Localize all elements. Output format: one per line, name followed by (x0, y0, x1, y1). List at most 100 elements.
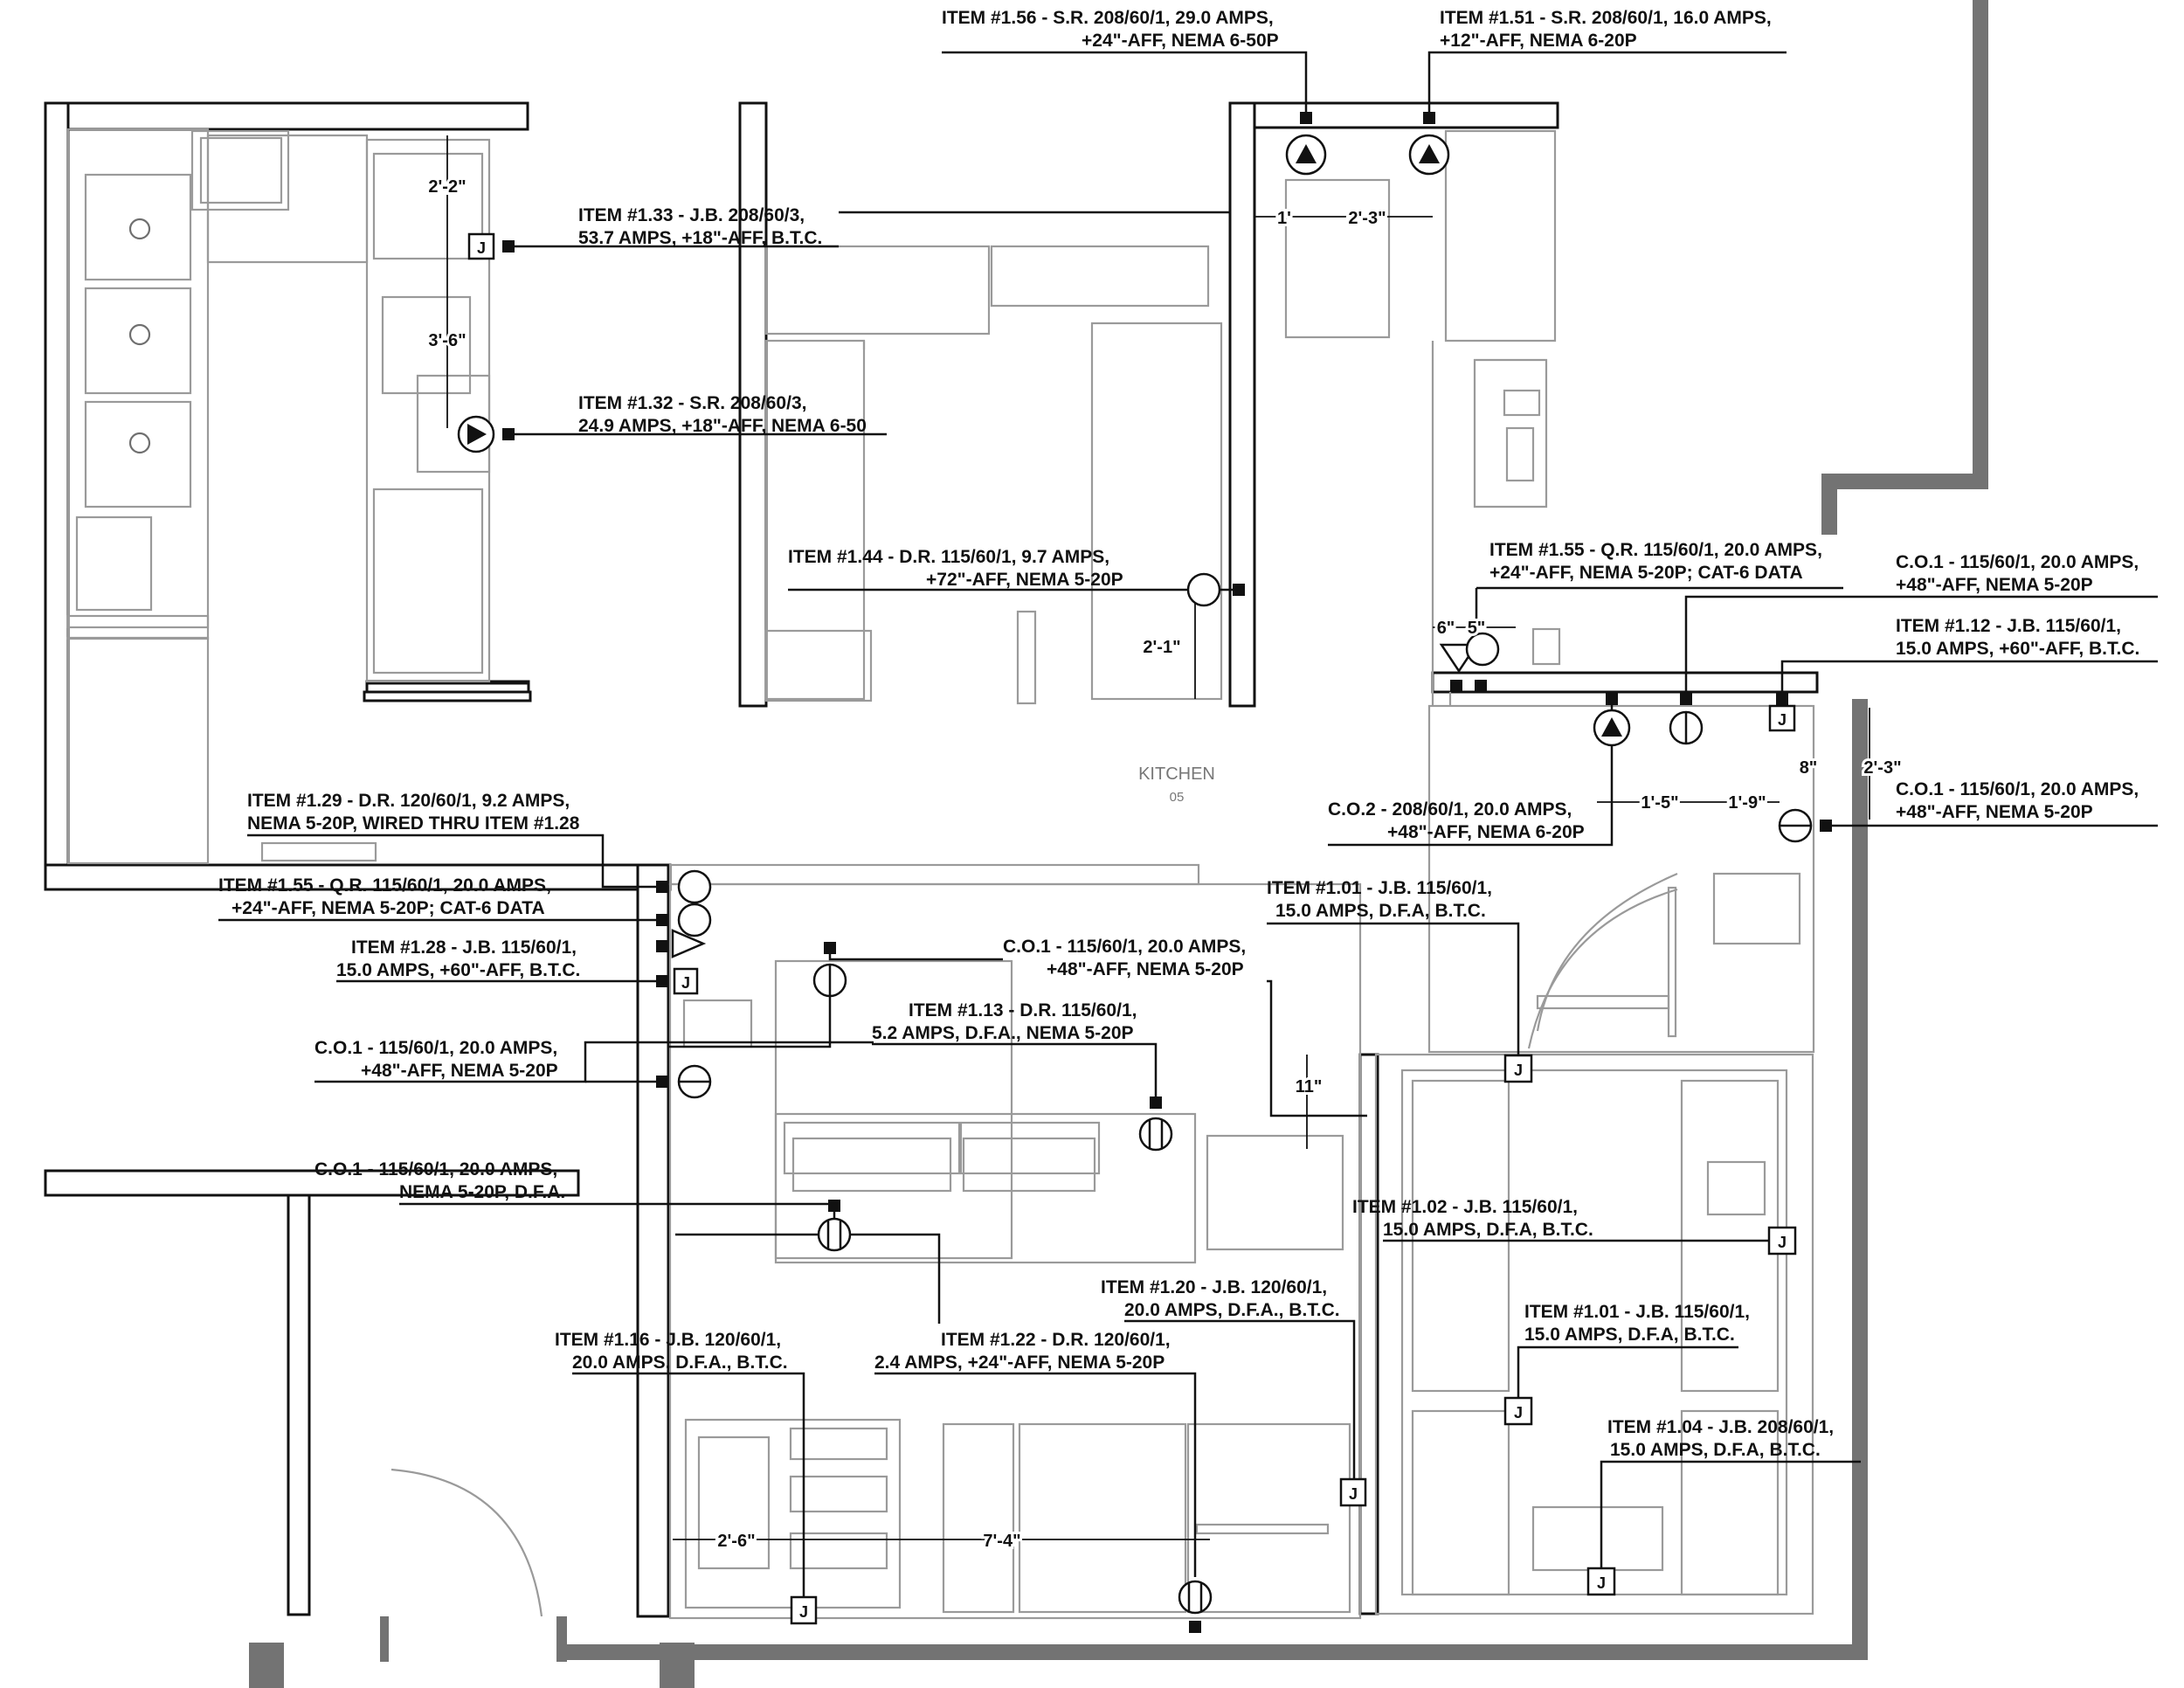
svg-text:1'-5": 1'-5" (1641, 793, 1678, 813)
dimension-labels: 2'-2" 3'-6" 1' 2'-3" 2'-1" 6" 5" 8" 2'-3… (425, 175, 1904, 1553)
callout-line-1: ITEM #1.22 - D.R. 120/60/1, (941, 1330, 1171, 1350)
callout-line-1: C.O.1 - 115/60/1, 20.0 AMPS, (1003, 937, 1246, 957)
svg-text:J: J (1349, 1485, 1358, 1503)
callout-line-2: 15.0 AMPS, D.F.A, B.T.C. (1610, 1440, 1821, 1460)
receptacle-icon (1178, 1580, 1213, 1615)
svg-text:11": 11" (1296, 1077, 1323, 1097)
callout-line-2: 24.9 AMPS, +18"-AFF, NEMA 6-50 (578, 416, 867, 436)
svg-text:8": 8" (1800, 758, 1818, 778)
junction-box-icon (673, 967, 699, 995)
svg-text:5": 5" (1468, 619, 1486, 638)
callout-line-1: ITEM #1.33 - J.B. 208/60/3, (578, 205, 805, 225)
callout-line-1: ITEM #1.04 - J.B. 208/60/1, (1607, 1417, 1834, 1437)
callout-item-1-56: ITEM #1.56 - S.R. 208/60/1, 29.0 AMPS, +… (942, 8, 1327, 176)
svg-text:J: J (1514, 1062, 1523, 1079)
svg-text:7'-4": 7'-4" (983, 1532, 1020, 1551)
callout-item-1-16: ITEM #1.16 - J.B. 120/60/1, 20.0 AMPS, D… (555, 1330, 818, 1625)
callout-item-1-28: ITEM #1.28 - J.B. 115/60/1, 15.0 AMPS, +… (336, 937, 699, 995)
svg-text:J: J (799, 1603, 808, 1621)
callout-line-1: ITEM #1.29 - D.R. 120/60/1, 9.2 AMPS, (247, 791, 570, 811)
receptacle-icon (1186, 572, 1221, 607)
callout-item-1-55-upper: ITEM #1.55 - Q.R. 115/60/1, 20.0 AMPS, +… (1439, 540, 1843, 692)
callout-item-1-29: ITEM #1.29 - D.R. 120/60/1, 9.2 AMPS, NE… (247, 791, 712, 904)
callout-item-1-04: ITEM #1.04 - J.B. 208/60/1, 15.0 AMPS, D… (1586, 1417, 1861, 1596)
junction-box-icon (467, 232, 495, 260)
svg-text:2'-3": 2'-3" (1348, 209, 1386, 228)
room-name: KITCHEN (1138, 764, 1215, 784)
callout-line-2: 20.0 AMPS, D.F.A., B.T.C. (1124, 1300, 1340, 1320)
svg-text:J: J (1514, 1404, 1523, 1422)
callout-line-1: ITEM #1.01 - J.B. 115/60/1, (1267, 878, 1492, 898)
callout-line-2: +48"-AFF, NEMA 6-20P (1387, 822, 1585, 842)
callout-line-1: ITEM #1.32 - S.R. 208/60/3, (578, 393, 806, 413)
callout-item-1-32: ITEM #1.32 - S.R. 208/60/3, 24.9 AMPS, +… (457, 393, 887, 453)
callout-line-1: ITEM #1.51 - S.R. 208/60/1, 16.0 AMPS, (1440, 8, 1772, 28)
callout-co1-right: C.O.1 - 115/60/1, 20.0 AMPS, +48"-AFF, N… (1778, 779, 2158, 843)
callout-item-1-02: ITEM #1.02 - J.B. 115/60/1, 15.0 AMPS, D… (1352, 1197, 1797, 1256)
kitchen-equipment (66, 128, 1815, 1620)
svg-text:J: J (681, 974, 690, 992)
callout-item-1-51: ITEM #1.51 - S.R. 208/60/1, 16.0 AMPS, +… (1408, 8, 1787, 176)
callout-co1-upper-right: C.O.1 - 115/60/1, 20.0 AMPS, +48"-AFF, N… (1669, 552, 2158, 745)
exterior-walls (249, 0, 1988, 1688)
callout-line-2: 15.0 AMPS, D.F.A, B.T.C. (1383, 1220, 1593, 1240)
callout-line-2: +48"-AFF, NEMA 5-20P (1896, 575, 2093, 595)
callout-line-1: C.O.1 - 115/60/1, 20.0 AMPS, (1896, 552, 2139, 572)
svg-text:2'-6": 2'-6" (717, 1532, 755, 1551)
callout-item-1-01-upper: ITEM #1.01 - J.B. 115/60/1, 15.0 AMPS, D… (1267, 878, 1533, 1083)
callout-line-1: ITEM #1.55 - Q.R. 115/60/1, 20.0 AMPS, (218, 875, 551, 896)
callout-line-2: +48"-AFF, NEMA 5-20P (1896, 802, 2093, 822)
callout-item-1-22: ITEM #1.22 - D.R. 120/60/1, 2.4 AMPS, +2… (874, 1330, 1213, 1633)
callout-item-1-01-lower: ITEM #1.01 - J.B. 115/60/1, 15.0 AMPS, D… (1503, 1302, 1750, 1426)
callout-line-1: C.O.1 - 115/60/1, 20.0 AMPS, (314, 1038, 557, 1058)
callout-line-2: NEMA 5-20P, WIRED THRU ITEM #1.28 (247, 813, 580, 834)
dimension-lines (446, 135, 1870, 1540)
callout-item-1-44: ITEM #1.44 - D.R. 115/60/1, 9.7 AMPS, +7… (788, 547, 1245, 607)
callout-line-2: +24"-AFF, NEMA 5-20P; CAT-6 DATA (232, 898, 545, 918)
callout-line-1: ITEM #1.28 - J.B. 115/60/1, (351, 937, 577, 958)
callout-item-1-55-left: ITEM #1.55 - Q.R. 115/60/1, 20.0 AMPS, +… (218, 875, 712, 958)
callout-line-2: 15.0 AMPS, +60"-AFF, B.T.C. (336, 960, 580, 980)
callout-item-1-33: ITEM #1.33 - J.B. 208/60/3, 53.7 AMPS, +… (467, 205, 1230, 260)
callout-line-1: C.O.2 - 208/60/1, 20.0 AMPS, (1328, 799, 1572, 820)
callout-item-1-12: ITEM #1.12 - J.B. 115/60/1, 15.0 AMPS, +… (1768, 616, 2158, 732)
callout-line-1: ITEM #1.20 - J.B. 120/60/1, (1101, 1277, 1327, 1297)
callout-line-1: ITEM #1.12 - J.B. 115/60/1, (1896, 616, 2121, 636)
svg-text:J: J (1597, 1574, 1606, 1592)
svg-text:J: J (477, 239, 486, 257)
svg-text:1': 1' (1277, 209, 1291, 228)
room-number: 05 (1170, 790, 1185, 805)
svg-text:2'-2": 2'-2" (428, 177, 466, 197)
callout-line-2: NEMA 5-20P, D.F.A. (399, 1182, 565, 1202)
callout-line-1: ITEM #1.44 - D.R. 115/60/1, 9.7 AMPS, (788, 547, 1109, 567)
callout-line-1: ITEM #1.16 - J.B. 120/60/1, (555, 1330, 781, 1350)
callout-co1-left: C.O.1 - 115/60/1, 20.0 AMPS, +48"-AFF, N… (314, 1038, 874, 1099)
svg-text:2'-1": 2'-1" (1143, 638, 1180, 657)
junction-box-icon (1339, 1477, 1367, 1507)
callout-line-2: 15.0 AMPS, D.F.A, B.T.C. (1275, 901, 1486, 921)
callout-line-1: ITEM #1.13 - D.R. 115/60/1, (909, 1000, 1137, 1020)
callout-line-1: ITEM #1.02 - J.B. 115/60/1, (1352, 1197, 1578, 1217)
room-tag: KITCHEN 05 (1138, 764, 1215, 805)
junction-box-icon (790, 1595, 818, 1625)
svg-text:6": 6" (1437, 619, 1455, 638)
callout-item-1-13: ITEM #1.13 - D.R. 115/60/1, 5.2 AMPS, D.… (872, 1000, 1173, 1152)
callout-line-1: ITEM #1.56 - S.R. 208/60/1, 29.0 AMPS, (942, 8, 1274, 28)
callout-line-2: 15.0 AMPS, +60"-AFF, B.T.C. (1896, 639, 2139, 659)
receptacle-icon (1138, 1117, 1173, 1152)
callout-line-2: 2.4 AMPS, +24"-AFF, NEMA 5-20P (874, 1352, 1165, 1373)
callout-line-2: +48"-AFF, NEMA 5-20P (1047, 959, 1244, 979)
junction-box-icon (1503, 1396, 1533, 1426)
callout-line-2: +12"-AFF, NEMA 6-20P (1440, 31, 1637, 51)
callout-line-2: 53.7 AMPS, +18"-AFF, B.T.C. (578, 228, 822, 248)
callout-line-2: +72"-AFF, NEMA 5-20P (926, 570, 1123, 590)
callout-line-1: ITEM #1.01 - J.B. 115/60/1, (1524, 1302, 1750, 1322)
svg-text:J: J (1778, 1234, 1787, 1251)
callout-line-2: +24"-AFF, NEMA 6-50P (1082, 31, 1279, 51)
callout-co2: C.O.2 - 208/60/1, 20.0 AMPS, +48"-AFF, N… (1328, 693, 1631, 847)
callout-line-2: 5.2 AMPS, D.F.A., NEMA 5-20P (872, 1023, 1134, 1043)
device-mark (1423, 112, 1435, 124)
callout-line-1: ITEM #1.55 - Q.R. 115/60/1, 20.0 AMPS, (1489, 540, 1822, 560)
junction-box-icon (1768, 704, 1796, 732)
